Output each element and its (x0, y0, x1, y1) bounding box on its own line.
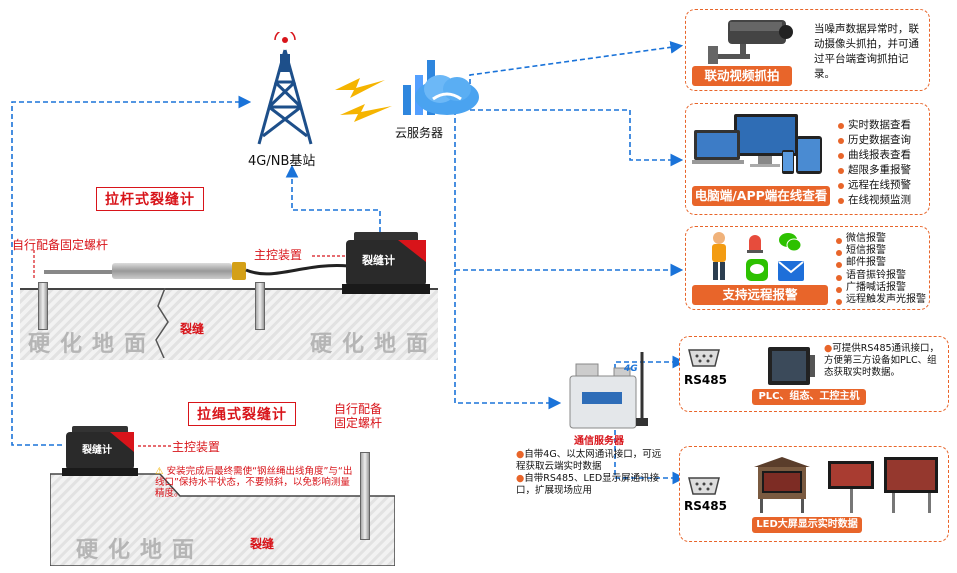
rod-bolt-left (38, 282, 48, 330)
rod-bolt-leader (33, 250, 35, 280)
wire-ground-slab (50, 473, 395, 566)
comm-server-label: 通信服务器 (574, 436, 624, 447)
rod-type-title: 拉杆式裂缝计 (96, 187, 204, 211)
rs485-label: RS485 (684, 499, 727, 513)
rod-sensor-body (112, 263, 232, 279)
alarm-method-item: 微信报警 (836, 233, 926, 245)
led-banner: LED大屏显示实时数据 (752, 517, 862, 533)
plc-banner: PLC、组态、工控主机 (752, 389, 866, 405)
alarm-method-item: 语音振铃报警 (836, 270, 926, 282)
online-feature-list: 实时数据查看 历史数据查询 曲线报表查看 超限多重报警 远程在线预警 在线视频监… (838, 118, 911, 208)
rs485-port-icon (688, 349, 720, 367)
online-feature-item: 在线视频监测 (838, 193, 911, 208)
led-screens-icon (752, 455, 942, 515)
industrial-monitor-icon (766, 345, 816, 389)
person-icon (704, 231, 734, 283)
video-capture-description: 当噪声数据异常时，联动摄像头抓拍，并可通过平台端查询抓拍记录。 (814, 23, 919, 80)
video-capture-panel: 联动视频抓拍 当噪声数据异常时，联动摄像头抓拍，并可通过平台端查询抓拍记录。 (685, 9, 930, 91)
video-capture-banner: 联动视频抓拍 (692, 66, 792, 86)
wire-bolt (360, 452, 370, 540)
alarm-method-list: 微信报警 短信报警 邮件报警 语音振铃报警 广播喊话报警 远程触发声光报警 (836, 233, 926, 306)
rod-sensor-end (232, 262, 246, 280)
rs485-plc-description: ●可提供RS485通讯接口，方便第三方设备如PLC、组态获取实时数据。 (824, 343, 940, 378)
rod-controller-label: 主控装置 (254, 248, 303, 262)
rod-shaft (44, 270, 114, 274)
email-icon (778, 261, 804, 281)
rs485-led-panel: RS485 LED大屏显示实时数据 (679, 446, 949, 542)
rod-ground-slab (20, 288, 438, 360)
wire-device-name: 裂缝计 (82, 445, 112, 456)
remote-alarm-banner: 支持远程报警 (692, 285, 828, 305)
base-station-tower-icon (245, 29, 325, 147)
rod-crack-line (155, 288, 169, 358)
devices-icon (692, 110, 832, 182)
remote-alarm-panel: 支持远程报警 微信报警 短信报警 邮件报警 语音振铃报警 广播喊话报警 远程触发… (685, 226, 930, 310)
rod-crack-label: 裂缝 (180, 322, 205, 336)
alarm-method-item: 邮件报警 (836, 257, 926, 269)
4g-badge: 4G (624, 364, 638, 374)
rod-bolt-label: 自行配备固定螺杆 (12, 238, 109, 252)
comm-server-notes: ●自带4G、以太网通讯接口，可远程获取云端实时数据 ●自带RS485、LED显示… (516, 449, 664, 497)
online-feature-item: 超限多重报警 (838, 163, 911, 178)
wire-warning-note: ⚠ 安装完成后最终需使“钢丝绳出线角度”与“出线口”保持水平状态，不要倾斜，以免… (155, 466, 353, 499)
cloud-server-icon (395, 55, 485, 120)
wire-type-title: 拉绳式裂缝计 (188, 402, 296, 426)
wechat-icon (778, 231, 802, 253)
wire-bolt-label: 自行配备 固定螺杆 (334, 402, 383, 430)
wire-ground-text: 硬化地面 (76, 538, 205, 563)
rs485-port-icon (688, 477, 720, 495)
wire-controller-label: 主控装置 (172, 440, 221, 454)
base-station-label: 4G/NB基站 (248, 154, 316, 169)
camera-icon (700, 16, 796, 66)
wire-controller-device (62, 426, 138, 476)
message-icon (746, 259, 768, 281)
rod-ground-text: 硬化地面 (28, 332, 157, 357)
comm-note: ●自带4G、以太网通讯接口，可远程获取云端实时数据 (516, 449, 662, 472)
alarm-method-item: 远程触发声光报警 (836, 294, 926, 306)
online-feature-item: 历史数据查询 (838, 133, 911, 148)
comm-note: ●自带RS485、LED显示屏通讯接口，扩展现场应用 (516, 473, 660, 496)
siren-icon (746, 231, 764, 253)
rod-controller-device (342, 232, 430, 294)
rs485-label: RS485 (684, 373, 727, 387)
alarm-method-item: 广播喊话报警 (836, 282, 926, 294)
rs485-plc-panel: RS485 ●可提供RS485通讯接口，方便第三方设备如PLC、组态获取实时数据… (679, 336, 949, 412)
rod-cable (245, 263, 350, 276)
online-feature-item: 实时数据查看 (838, 118, 911, 133)
rod-bolt-right (255, 282, 265, 330)
online-feature-item: 曲线报表查看 (838, 148, 911, 163)
rod-device-name: 裂缝计 (362, 254, 395, 267)
online-feature-item: 远程在线预警 (838, 178, 911, 193)
rod-controller-leader (312, 255, 346, 257)
online-view-panel: 电脑端/APP端在线查看 实时数据查看 历史数据查询 曲线报表查看 超限多重报警… (685, 103, 930, 215)
cloud-label: 云服务器 (395, 126, 444, 140)
online-view-banner: 电脑端/APP端在线查看 (692, 186, 830, 206)
rod-ground-text-2: 硬化地面 (310, 332, 439, 357)
communication-server-icon (562, 348, 666, 434)
wire-crack-label: 裂缝 (250, 537, 275, 551)
warning-icon: ⚠ (155, 466, 164, 477)
alarm-method-item: 短信报警 (836, 245, 926, 257)
wireless-signal-icon (330, 70, 400, 130)
wire-controller-leader (138, 445, 172, 447)
